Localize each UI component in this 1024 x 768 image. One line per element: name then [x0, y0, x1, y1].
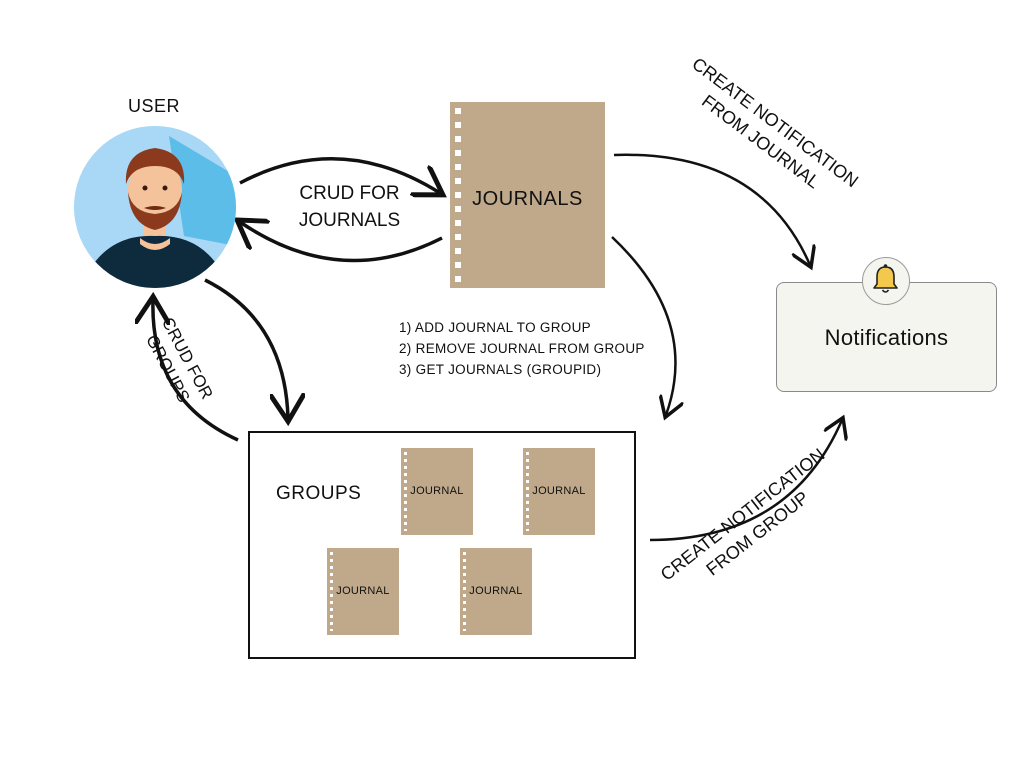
bell-icon — [873, 264, 898, 293]
arrow-groups-to-user — [153, 300, 239, 442]
user-avatar-icon — [74, 126, 236, 288]
arrow-journals-to-notifications — [613, 153, 810, 265]
bell-badge — [862, 257, 910, 305]
notebook-spiral — [330, 552, 333, 631]
group-operation-item: 1) ADD JOURNAL TO GROUP — [399, 320, 591, 335]
group-journal-card[interactable]: JOURNAL — [460, 548, 532, 635]
journals-node[interactable]: JOURNALS — [450, 102, 605, 288]
notebook-spiral — [404, 452, 407, 531]
arrow-user-to-groups — [204, 278, 288, 418]
group-operation-item: 2) REMOVE JOURNAL FROM GROUP — [399, 341, 645, 356]
group-journal-label: JOURNAL — [469, 585, 523, 597]
group-operations-list: 1) ADD JOURNAL TO GROUP 2) REMOVE JOURNA… — [399, 317, 645, 380]
crud-journals-label: CRUD FOR JOURNALS — [282, 180, 417, 234]
group-journal-card[interactable]: JOURNAL — [327, 548, 399, 635]
user-avatar[interactable] — [74, 126, 236, 288]
group-journal-label: JOURNAL — [336, 585, 390, 597]
arrow-groups-to-notifications — [649, 420, 842, 542]
arrow-journals-to-user — [240, 222, 443, 263]
groups-node[interactable]: GROUPS JOURNAL JOURNAL JOURNAL JOURNAL — [248, 431, 636, 659]
notebook-spiral — [463, 552, 466, 631]
journals-label: JOURNALS — [472, 188, 583, 210]
user-label: USER — [128, 96, 181, 116]
notebook-spiral — [526, 452, 529, 531]
group-journal-card[interactable]: JOURNAL — [523, 448, 595, 535]
notebook-spiral — [455, 108, 461, 282]
crud-journals-line2: JOURNALS — [298, 210, 401, 231]
group-journal-label: JOURNAL — [532, 485, 586, 497]
notifications-label: Notifications — [824, 325, 949, 350]
group-operation-item: 3) GET JOURNALS (GROUPID) — [399, 362, 602, 377]
crud-journals-line1: CRUD FOR — [299, 183, 400, 204]
group-journal-label: JOURNAL — [410, 485, 464, 497]
arrow-journals-to-groups — [611, 236, 675, 415]
arrow-user-to-journals — [239, 157, 440, 193]
group-journal-card[interactable]: JOURNAL — [401, 448, 473, 535]
groups-label: GROUPS — [276, 483, 362, 504]
